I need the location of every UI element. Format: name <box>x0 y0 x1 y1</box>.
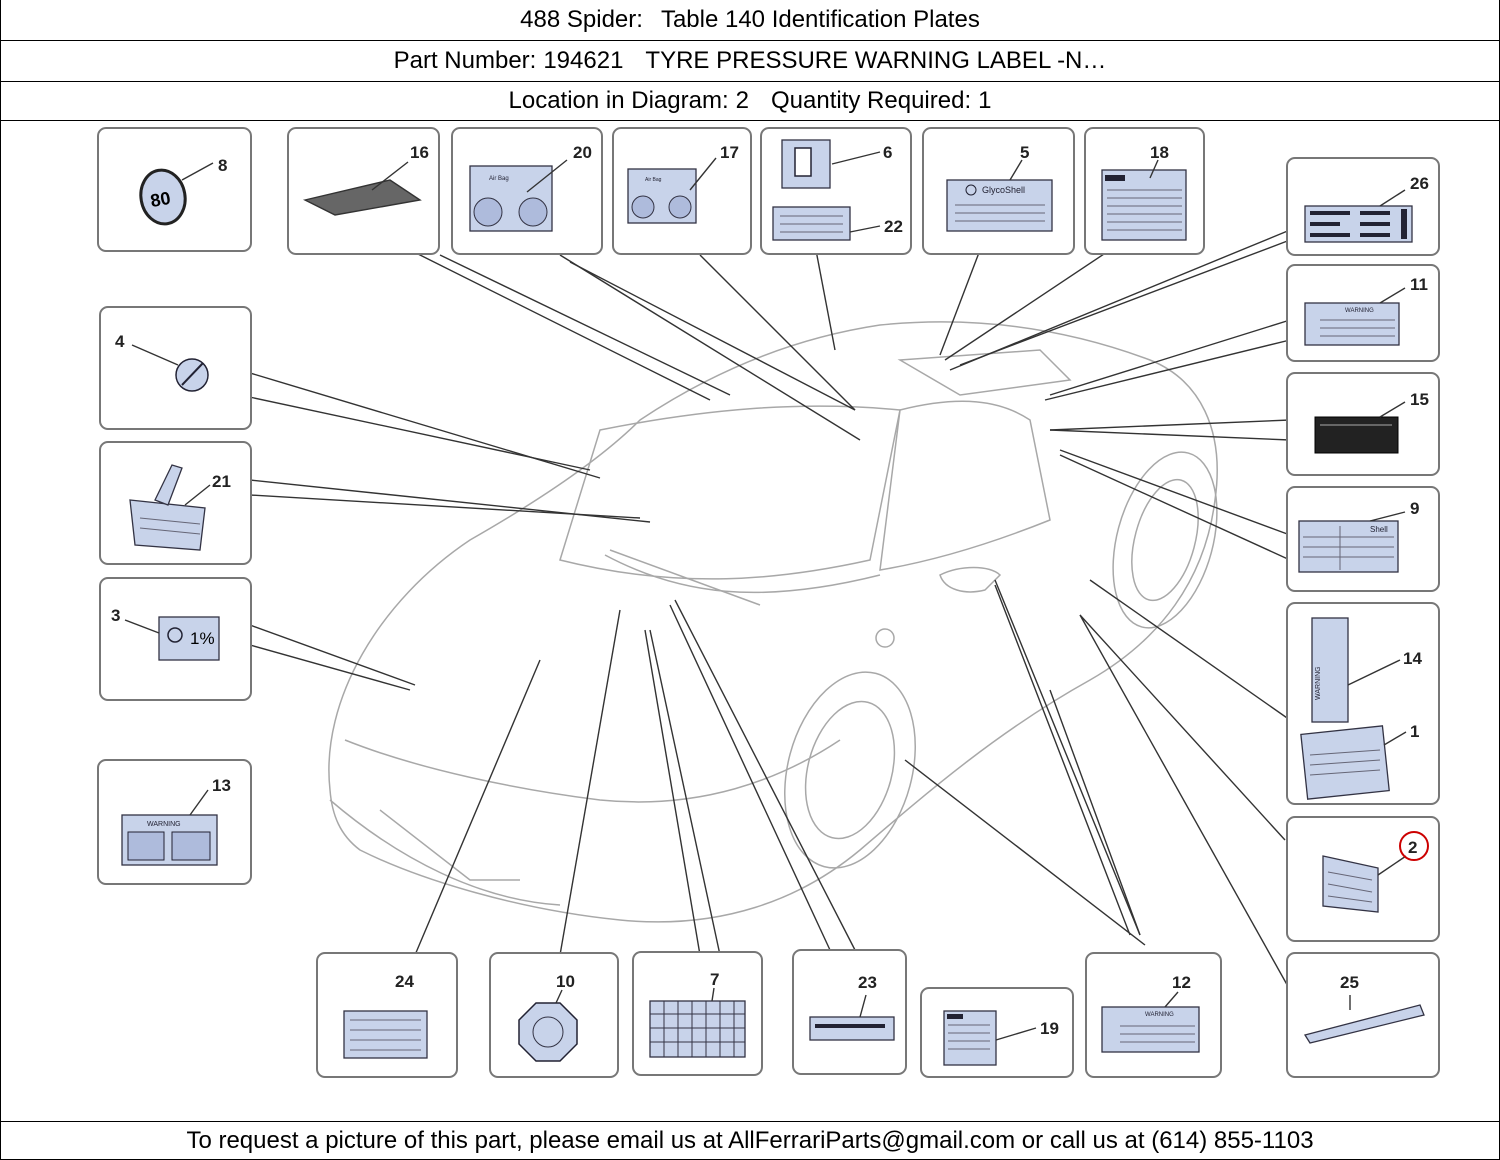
callout-number: 18 <box>1150 143 1169 162</box>
title-row: 488 Spider: Table 140 Identification Pla… <box>1 0 1499 41</box>
speed-sign-text: 80 <box>149 188 172 211</box>
callout-10: 10 <box>489 952 619 1078</box>
label-text: WARNING <box>1145 1012 1174 1018</box>
part-row: Part Number: 194621 TYRE PRESSURE WARNIN… <box>1 41 1499 82</box>
label-text: Air Bag <box>489 176 509 182</box>
callout-3: 1% 3 <box>99 577 252 701</box>
callout-number: 26 <box>1410 174 1429 193</box>
callout-number: 17 <box>720 143 739 162</box>
callout-24: 24 <box>316 952 458 1078</box>
callout-23: 23 <box>792 949 907 1075</box>
location-row: Location in Diagram: 2 Quantity Required… <box>1 82 1499 121</box>
callout-number: 6 <box>883 143 892 162</box>
callout-number: 10 <box>556 972 575 991</box>
callout-9: Shell 9 <box>1286 486 1440 592</box>
callout-number: 3 <box>111 606 120 625</box>
label-text: Shell <box>1370 525 1388 534</box>
callout-15: 15 <box>1286 372 1440 476</box>
parts-diagram: 80 8 16 Air Bag 20 Air Bag 17 6 <box>97 127 1440 1078</box>
callout-number: 11 <box>1410 275 1428 294</box>
callout-number: 22 <box>884 217 903 236</box>
callout-7: 7 <box>632 951 763 1076</box>
label-text: GlycoShell <box>982 185 1025 195</box>
callout-8: 80 8 <box>97 127 252 252</box>
callout-2: 2 <box>1286 816 1440 942</box>
callout-5: GlycoShell 5 <box>922 127 1075 255</box>
callout-16: 16 <box>287 127 440 255</box>
callout-number: 4 <box>115 332 125 351</box>
callout-number: 15 <box>1410 390 1429 409</box>
callout-number: 13 <box>212 776 231 795</box>
label-text: Air Bag <box>645 177 662 183</box>
callout-11: WARNING 11 <box>1286 264 1440 362</box>
callout-6-22: 6 22 <box>760 127 912 255</box>
callout-25: 25 <box>1286 952 1440 1078</box>
table-title: Table 140 Identification Plates <box>660 6 980 33</box>
part-name: TYRE PRESSURE WARNING LABEL -N… <box>645 47 1107 74</box>
leader-lines <box>239 229 1291 991</box>
part-number-label: Part Number: <box>393 47 537 74</box>
car-outline <box>328 321 1218 923</box>
callout-number: 5 <box>1020 143 1029 162</box>
callout-20: Air Bag 20 <box>451 127 603 255</box>
callout-number: 9 <box>1410 499 1419 518</box>
part-number: 194621 <box>543 47 624 74</box>
footer-contact: To request a picture of this part, pleas… <box>1 1121 1499 1160</box>
callout-number: 21 <box>212 472 231 491</box>
callout-number: 7 <box>710 970 719 989</box>
callout-17: Air Bag 17 <box>612 127 752 255</box>
footer-text: To request a picture of this part, pleas… <box>186 1127 1314 1154</box>
callout-number: 23 <box>858 973 877 992</box>
label-text: WARNING <box>147 821 181 828</box>
callout-number: 14 <box>1403 649 1422 668</box>
callout-number: 20 <box>573 143 592 162</box>
model-name: 488 Spider: <box>520 6 643 33</box>
callout-number: 2 <box>1408 838 1417 857</box>
location-value: 2 <box>735 87 749 114</box>
quantity-value: 1 <box>978 87 992 114</box>
callout-19: 19 <box>920 987 1074 1078</box>
callout-number: 25 <box>1340 973 1359 992</box>
label-text: WARNING <box>1345 308 1374 314</box>
callout-4: 4 <box>99 306 252 430</box>
callout-number: 1 <box>1410 722 1419 741</box>
highlight-ring <box>1399 831 1429 861</box>
callout-number: 8 <box>218 156 227 175</box>
callout-14-1: WARNING 14 1 <box>1286 602 1440 805</box>
quantity-label: Quantity Required: <box>771 87 972 114</box>
callout-number: 16 <box>410 143 429 162</box>
location-label: Location in Diagram: <box>508 87 729 114</box>
label-text: 1% <box>190 629 215 648</box>
callout-21: 21 <box>99 441 252 565</box>
callout-number: 19 <box>1040 1019 1059 1038</box>
callout-26: 26 <box>1286 157 1440 256</box>
callout-13: WARNING 13 <box>97 759 252 885</box>
callout-number: 24 <box>395 972 414 991</box>
label-text: WARNING <box>1315 666 1322 700</box>
callout-12: WARNING 12 <box>1085 952 1222 1078</box>
callout-number: 12 <box>1172 973 1191 992</box>
callout-18: 18 <box>1084 127 1205 255</box>
